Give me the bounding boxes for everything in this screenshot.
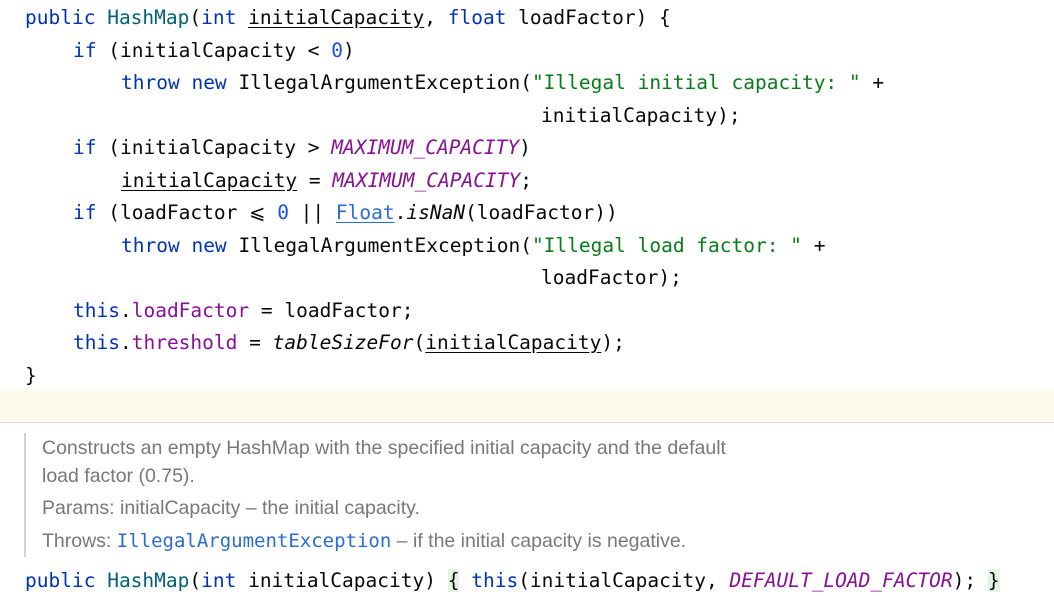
divider xyxy=(0,422,1054,423)
field-threshold: threshold xyxy=(131,331,238,354)
code-line-assign-maximum[interactable]: initialCapacity = MAXIMUM_CAPACITY; xyxy=(121,169,532,192)
code-line-if-load-factor[interactable]: if (loadFactor ⩽ 0 || Float.isNaN(loadFa… xyxy=(73,201,618,224)
param-initial-capacity: initialCapacity xyxy=(248,6,425,29)
code-line-second-constructor[interactable]: public HashMap(int initialCapacity) { th… xyxy=(25,569,1000,592)
code-line-if-negative[interactable]: if (initialCapacity < 0) xyxy=(73,39,355,62)
constant-default-load-factor: DEFAULT_LOAD_FACTOR xyxy=(729,569,953,592)
method-table-size-for: tableSizeFor xyxy=(272,331,414,354)
float-class-link[interactable]: Float xyxy=(335,201,395,224)
doc-description-cont: load factor (0.75). xyxy=(42,465,195,487)
method-name: HashMap xyxy=(107,6,190,29)
current-line-highlight xyxy=(0,391,1054,422)
doc-throws: Throws: IllegalArgumentException – if th… xyxy=(42,530,687,552)
doc-description: Constructs an empty HashMap with the spe… xyxy=(42,437,726,459)
string-literal: "Illegal load factor: " xyxy=(531,234,802,257)
field-load-factor: loadFactor xyxy=(131,299,250,322)
string-literal: "Illegal initial capacity: " xyxy=(531,71,861,94)
exception-link[interactable]: IllegalArgumentException xyxy=(116,530,392,552)
folded-brace-open[interactable]: { xyxy=(447,569,460,592)
doc-params: Params: initialCapacity – the initial ca… xyxy=(42,497,420,519)
code-line-constructor-signature[interactable]: public HashMap(int initialCapacity, floa… xyxy=(25,6,671,29)
code-line-throw-load-factor[interactable]: throw new IllegalArgumentException("Ille… xyxy=(121,234,826,257)
code-line-throw-capacity[interactable]: throw new IllegalArgumentException("Ille… xyxy=(121,71,885,94)
code-line-closing-brace[interactable]: } xyxy=(25,364,37,387)
code-line-if-maximum[interactable]: if (initialCapacity > MAXIMUM_CAPACITY) xyxy=(73,136,531,159)
doc-gutter-bar xyxy=(24,433,26,557)
code-line-assign-threshold[interactable]: this.threshold = tableSizeFor(initialCap… xyxy=(73,331,625,354)
code-line-assign-load-factor[interactable]: this.loadFactor = loadFactor; xyxy=(73,299,414,322)
folded-brace-close[interactable]: } xyxy=(987,569,1000,592)
code-line-capacity-arg[interactable]: initialCapacity); xyxy=(541,104,741,127)
code-line-load-factor-arg[interactable]: loadFactor); xyxy=(541,266,682,289)
constant-maximum-capacity: MAXIMUM_CAPACITY xyxy=(331,136,520,159)
method-name: HashMap xyxy=(107,569,190,592)
param-load-factor: loadFactor xyxy=(518,6,636,29)
